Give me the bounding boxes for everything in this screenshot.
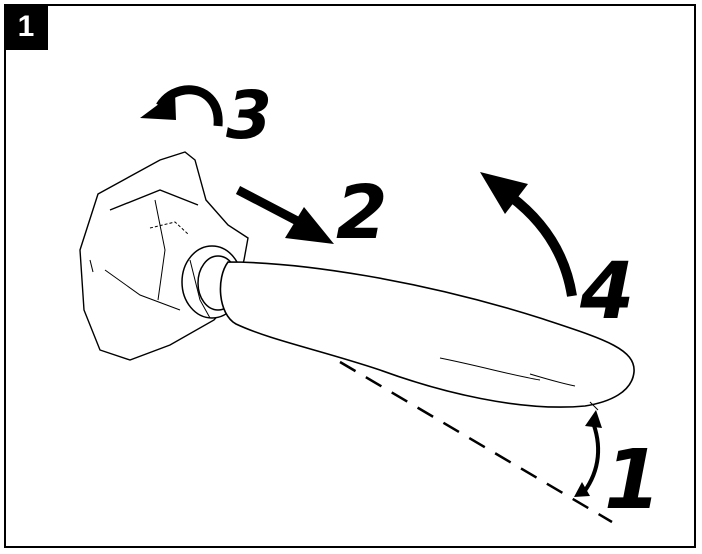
double-curved-arrow-icon xyxy=(574,410,602,497)
step-number-1: 1 xyxy=(604,433,661,528)
step-number-2: 2 xyxy=(336,170,388,256)
rotate-ccw-arrow-icon xyxy=(140,85,223,127)
tub-spout xyxy=(219,261,635,411)
curved-up-arrow-icon xyxy=(480,172,577,297)
step-badge: 1 xyxy=(4,4,48,50)
step-number-4: 4 xyxy=(579,247,634,337)
step-number-3: 3 xyxy=(226,77,272,154)
dashed-guide-line xyxy=(339,360,613,524)
straight-arrow-icon xyxy=(235,186,334,244)
